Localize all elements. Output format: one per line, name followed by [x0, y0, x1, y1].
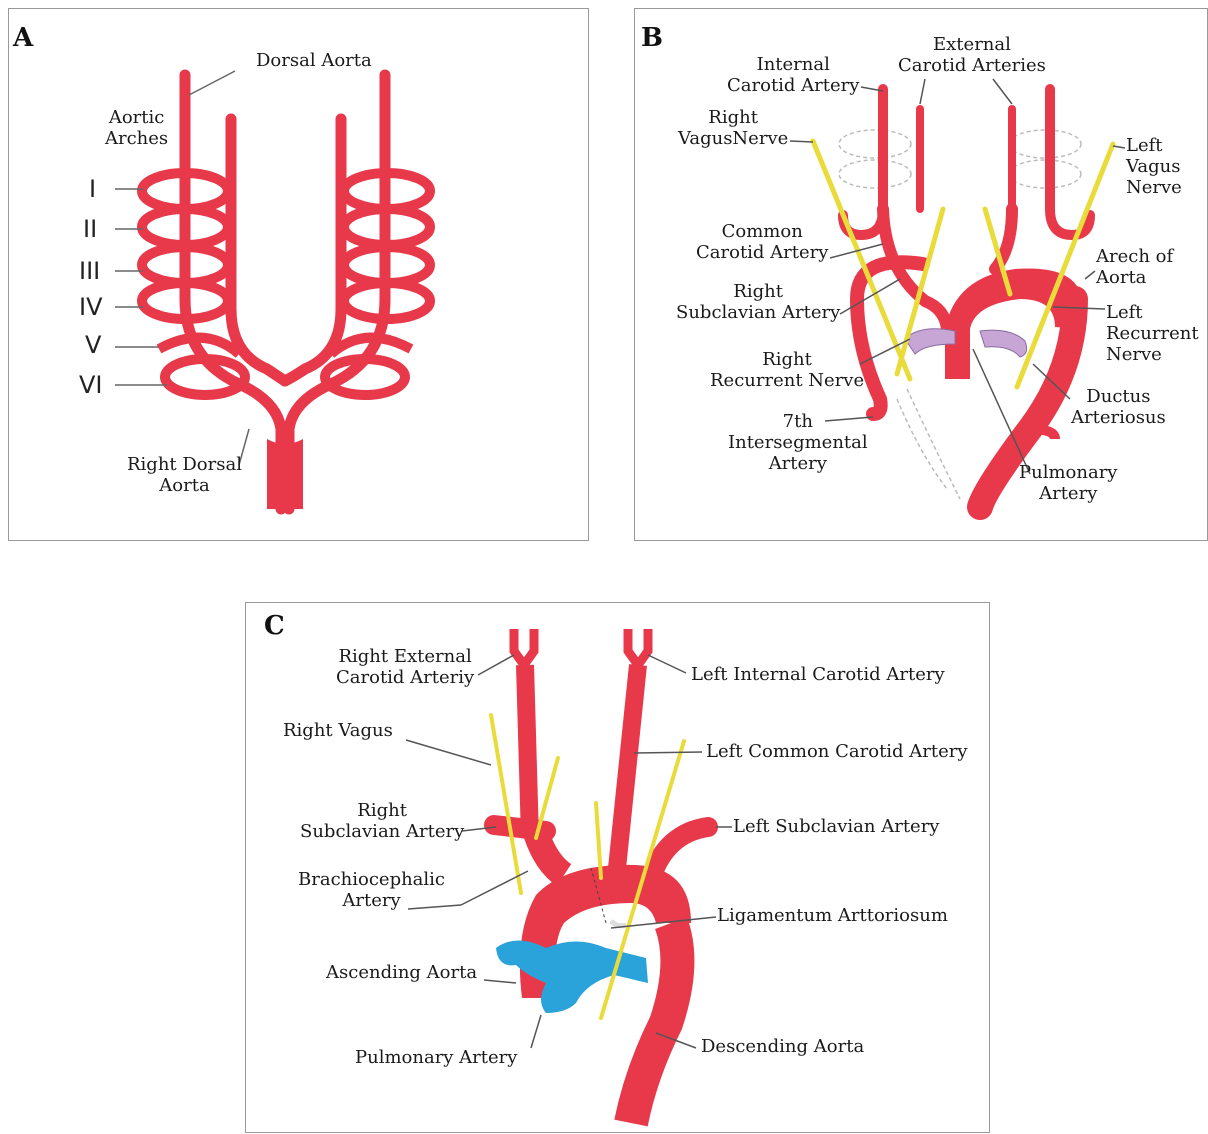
- label-pulmonary-b: Pulmonary Artery: [1019, 462, 1117, 504]
- label-right-vagus: Right VagusNerve: [678, 107, 788, 149]
- panel-b: B Internal Carotid Artery External Carot…: [634, 8, 1208, 541]
- label-left-subclavian-c: Left Subclavian Artery: [733, 816, 939, 837]
- label-left-recurrent: Left Recurrent Nerve: [1106, 302, 1199, 365]
- right-ventral-aorta: [285, 119, 341, 381]
- arch-numeral-5: V: [85, 331, 101, 359]
- label-right-vagus-c: Right Vagus: [283, 720, 393, 741]
- arch-numeral-1: I: [89, 175, 96, 203]
- descending-aorta-c: [631, 923, 677, 1123]
- arch-numeral-3: III: [79, 257, 100, 285]
- label-ductus-arteriosus: Ductus Arteriosus: [1071, 386, 1166, 428]
- right-internal-carotid: [843, 89, 883, 235]
- panel-c: C Right External Carotid Arteriy Left In…: [245, 602, 990, 1133]
- label-left-vagus: Left Vagus Nerve: [1126, 135, 1182, 198]
- label-left-internal-carotid: Left Internal Carotid Artery: [691, 664, 945, 685]
- label-aortic-arches: Aortic Arches: [105, 107, 168, 149]
- label-ascending-aorta: Ascending Aorta: [326, 962, 477, 983]
- left-common-carotid-c: [616, 665, 638, 878]
- label-descending-aorta: Descending Aorta: [701, 1036, 864, 1057]
- label-left-common-carotid: Left Common Carotid Artery: [706, 741, 968, 762]
- label-brachiocephalic: Brachiocephalic Artery: [298, 869, 445, 911]
- label-7th-intersegmental: 7th Intersegmental Artery: [728, 411, 868, 474]
- label-right-subclavian: Right Subclavian Artery: [676, 281, 840, 323]
- right-vagus-nerve-c: [491, 715, 521, 893]
- panel-c-letter: C: [264, 611, 285, 641]
- label-right-dorsal-aorta: Right Dorsal Aorta: [127, 454, 242, 496]
- arch-numeral-2: II: [83, 215, 97, 243]
- pulmonary-artery-c: [496, 941, 648, 1014]
- label-pulmonary-c: Pulmonary Artery: [355, 1047, 517, 1068]
- label-right-recurrent: Right Recurrent Nerve: [710, 349, 864, 391]
- label-right-subclavian-c: Right Subclavian Artery: [300, 800, 464, 842]
- arch-numeral-4: IV: [79, 293, 103, 321]
- panel-b-letter: B: [641, 23, 663, 53]
- label-dorsal-aorta: Dorsal Aorta: [256, 50, 372, 71]
- brachiocephalic-c: [536, 833, 564, 875]
- pulmonary-branch-b: [980, 330, 1027, 357]
- label-common-carotid: Common Carotid Artery: [696, 221, 828, 263]
- aorta-tail: [267, 439, 303, 509]
- label-ligamentum: Ligamentum Arttoriosum: [717, 905, 948, 926]
- arch-numeral-6: VI: [79, 371, 103, 399]
- panel-a: A Dorsal Aorta Aortic Arches Right Dorsa…: [8, 8, 589, 541]
- label-external-carotid: External Carotid Arteries: [898, 34, 1046, 76]
- label-internal-carotid: Internal Carotid Artery: [727, 54, 859, 96]
- label-right-external-carotid: Right External Carotid Arteriy: [336, 646, 474, 688]
- ligamentum-c: [611, 921, 626, 926]
- right-carotid-fork: [514, 629, 534, 665]
- label-arch-of-aorta: Arech of Aorta: [1096, 246, 1173, 288]
- left-ventral-aorta: [231, 119, 285, 381]
- right-common-carotid-c: [525, 665, 530, 838]
- panel-a-letter: A: [13, 23, 33, 53]
- left-carotid-fork: [628, 629, 648, 665]
